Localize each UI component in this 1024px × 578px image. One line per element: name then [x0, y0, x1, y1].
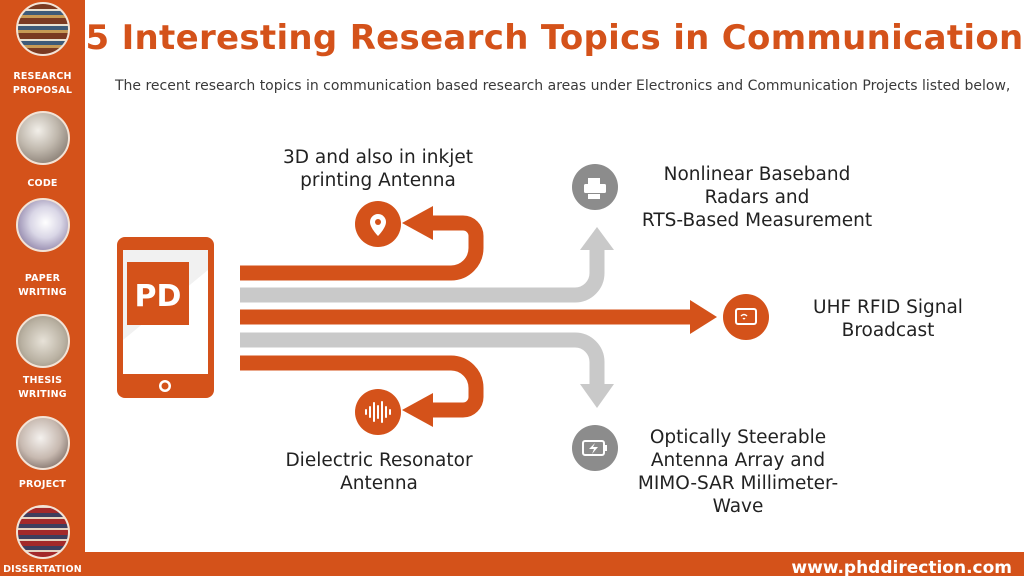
sidebar-label: WRITING: [18, 287, 67, 298]
sidebar-label: RESEARCH: [13, 71, 72, 82]
topic-line: Optically Steerable: [649, 427, 827, 448]
books-thumbnail: [15, 505, 70, 559]
sidebar-label: DISSERTATION: [3, 564, 82, 575]
sidebar-label: WRITING: [18, 389, 67, 400]
project-thumbnail: [15, 416, 70, 470]
topic-line: 3D and also in inkjet: [283, 147, 473, 168]
pd-logo: PD: [127, 262, 189, 325]
page-subtitle: The recent research topics in communicat…: [115, 78, 1011, 94]
topic-line: Nonlinear Baseband: [663, 164, 851, 185]
printer-icon: [572, 164, 618, 210]
sidebar-label: PROPOSAL: [12, 85, 73, 96]
sidebar: RESEARCH PROPOSAL CODE PAPER WRITING THE…: [0, 0, 85, 576]
topic-line: Antenna: [340, 473, 418, 494]
paper-writing-thumbnail: [15, 198, 70, 252]
flow-arrowhead-topic-1: [402, 206, 433, 240]
topic-line: Antenna Array and: [650, 450, 826, 471]
sidebar-item-dissertation[interactable]: DISSERTATION: [0, 505, 85, 577]
sound-wave-icon: [355, 389, 401, 435]
topic-label-4: Optically Steerable Antenna Array and MI…: [623, 426, 853, 518]
topic-line: Dielectric Resonator: [285, 450, 473, 471]
topic-label-2: Nonlinear Baseband Radars and RTS-Based …: [637, 163, 877, 232]
topic-label-3: UHF RFID Signal Broadcast: [778, 296, 998, 342]
topic-line: RTS-Based Measurement: [641, 210, 873, 231]
topic-label-1: 3D and also in inkjet printing Antenna: [258, 146, 498, 192]
rfid-card-icon: [723, 294, 769, 340]
flow-arrowhead-topic-3: [690, 300, 717, 334]
logo-text: PD: [135, 279, 182, 314]
topic-line: Radars and: [704, 187, 810, 208]
sidebar-item-project[interactable]: PROJECT: [0, 416, 85, 492]
flow-line-topic-5: [240, 355, 484, 418]
sidebar-label: CODE: [27, 178, 58, 189]
sidebar-item-thesis-writing[interactable]: THESIS WRITING: [0, 314, 85, 402]
sidebar-label: PROJECT: [18, 479, 67, 490]
page-title: 5 Interesting Research Topics in Communi…: [85, 18, 1024, 58]
topic-label-5: Dielectric Resonator Antenna: [268, 449, 490, 495]
bookshelf-thumbnail: [15, 2, 70, 56]
footer-bar: www.phddirection.com: [85, 552, 1024, 578]
sidebar-item-paper-writing[interactable]: PAPER WRITING: [0, 198, 85, 300]
sidebar-label: THESIS: [22, 375, 63, 386]
thesis-thumbnail: [15, 314, 70, 368]
topic-line: printing Antenna: [300, 170, 456, 191]
sidebar-item-research-proposal[interactable]: RESEARCH PROPOSAL: [0, 2, 85, 98]
flow-arrowhead-topic-5: [402, 393, 433, 427]
topic-line: MIMO-SAR Millimeter-: [637, 473, 839, 494]
code-thumbnail: [15, 111, 70, 165]
topic-line: Wave: [712, 496, 764, 517]
footer-website-link[interactable]: www.phddirection.com: [791, 558, 1012, 578]
topic-line: UHF RFID Signal: [813, 297, 963, 318]
topic-line: Broadcast: [841, 320, 935, 341]
sidebar-label: PAPER: [24, 273, 61, 284]
flow-line-topic-4: [240, 332, 605, 385]
flow-arrowhead-topic-2: [580, 227, 614, 250]
flow-arrowhead-topic-4: [580, 384, 614, 408]
battery-charging-icon: [572, 425, 618, 471]
location-pin-icon: [355, 201, 401, 247]
flow-line-topic-2: [240, 248, 605, 303]
sidebar-item-code[interactable]: CODE: [0, 111, 85, 191]
flow-line-topic-1: [240, 215, 484, 281]
